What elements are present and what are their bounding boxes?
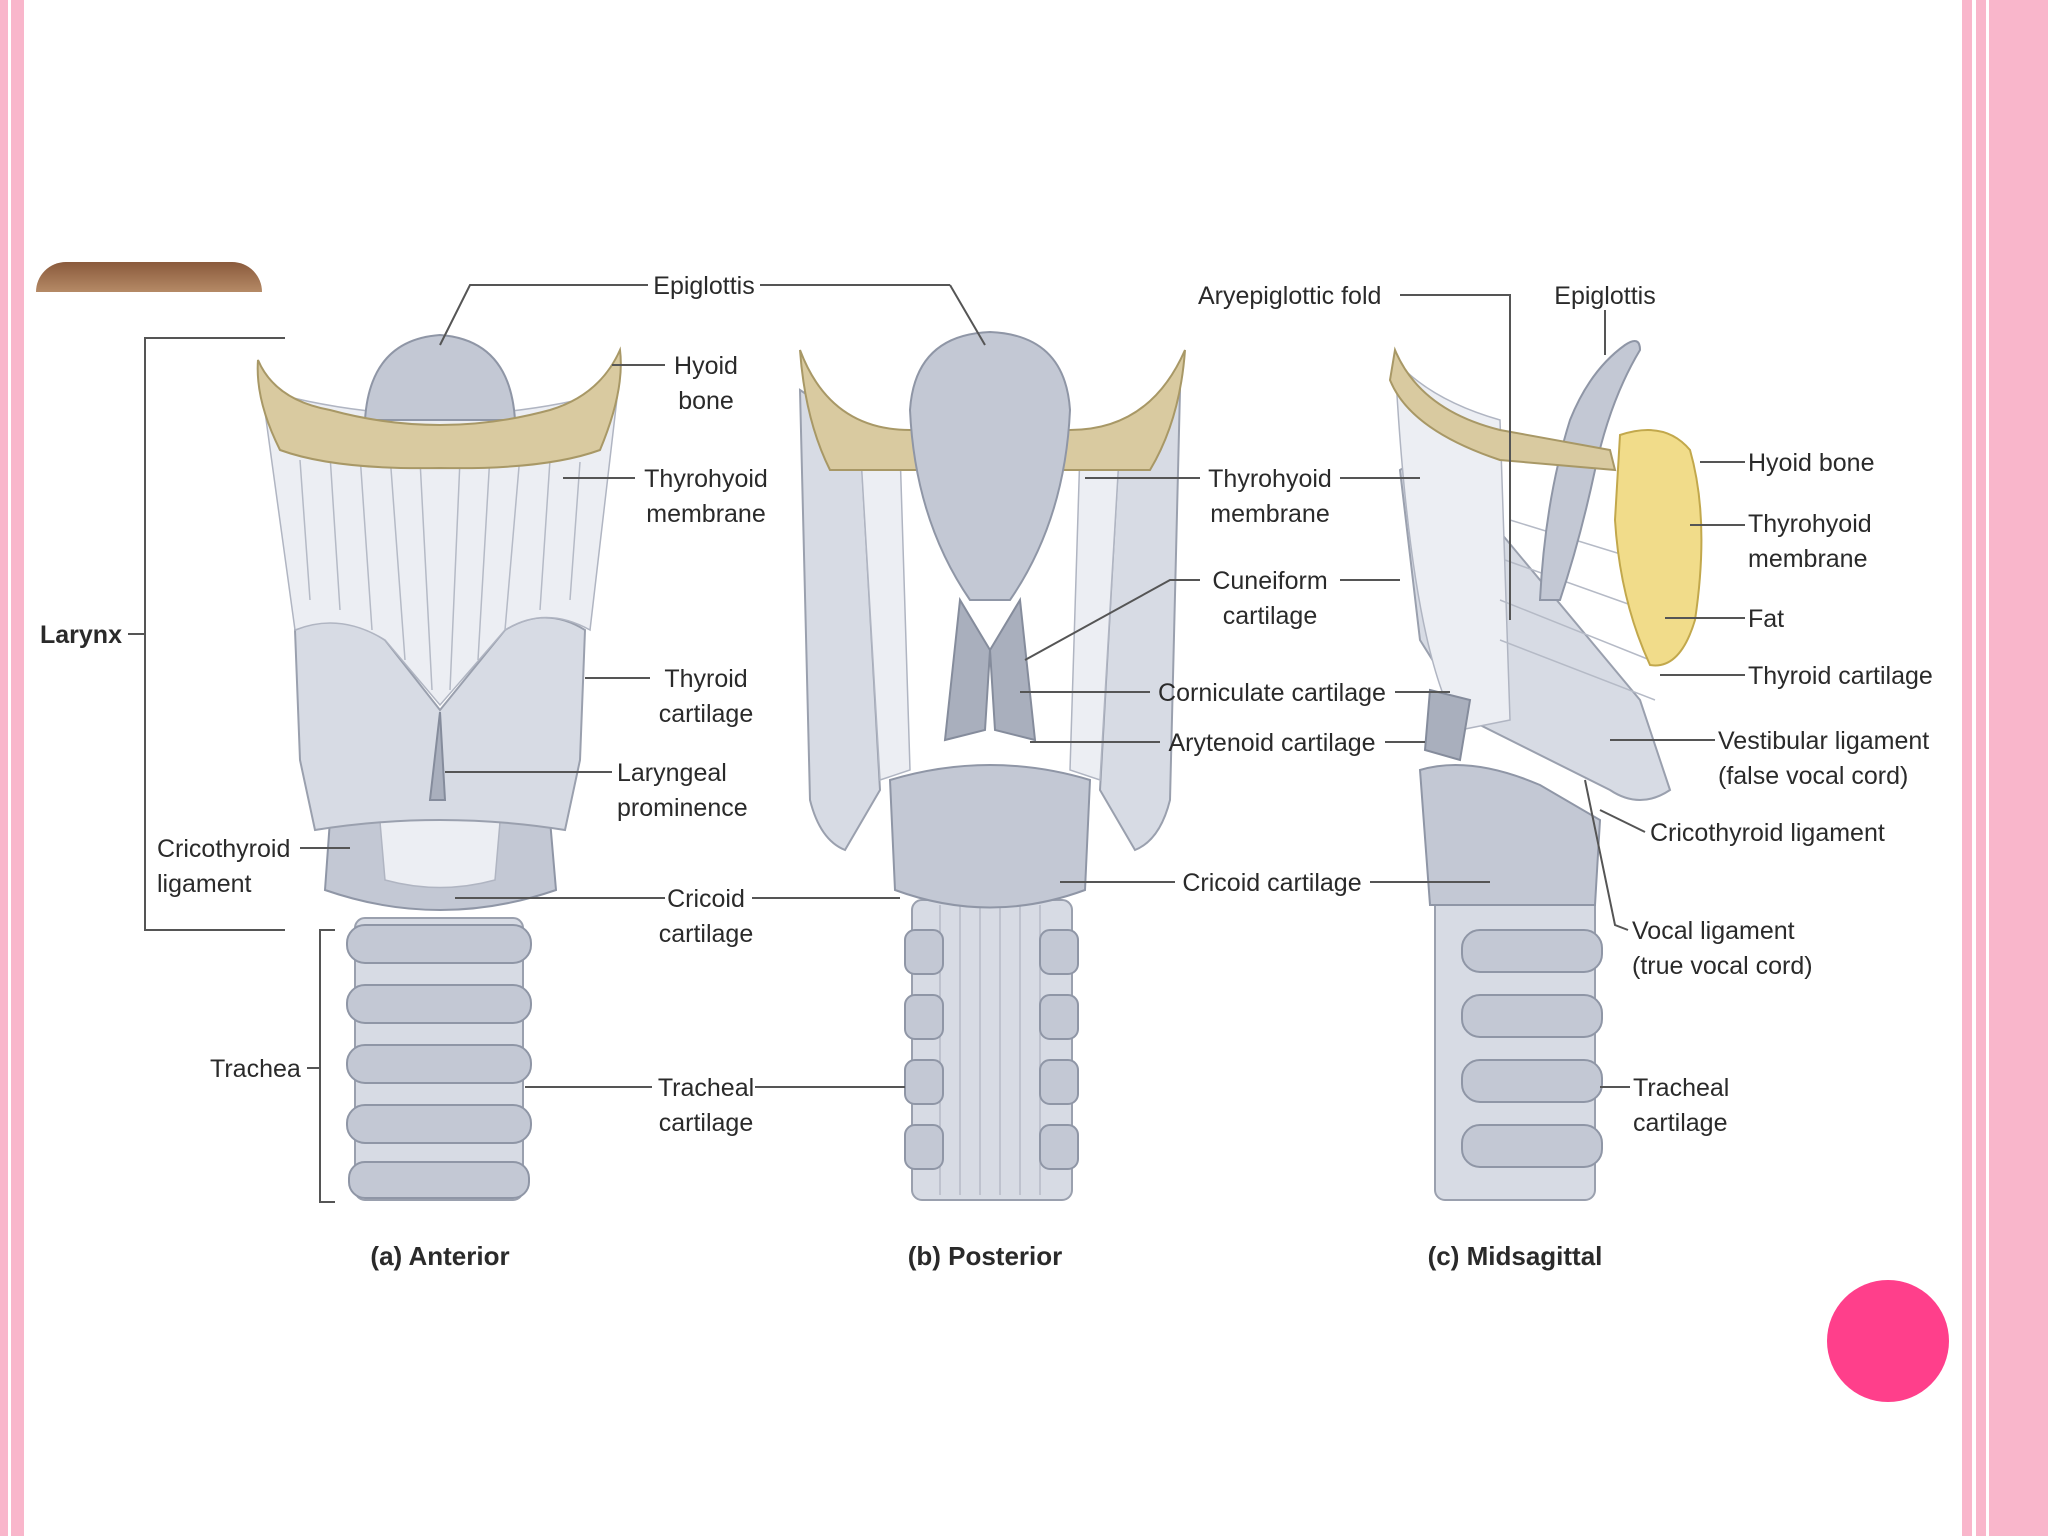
label-corniculate-cartilage: Corniculate cartilage — [1158, 679, 1386, 707]
midsagittal-arytenoid — [1423, 688, 1472, 762]
label-cricoid-cartilage-anterior-line1: Cricoid — [667, 885, 745, 913]
label-thyroid-cartilage-anterior-line2: cartilage — [659, 700, 754, 728]
midsagittal-cricoid — [1418, 764, 1602, 906]
midsagittal-tracheal-rings — [1461, 929, 1603, 1168]
label-laryngeal-prominence-line2: prominence — [617, 794, 748, 822]
label-thyrohyoid-membrane-midsagittal-line1: Thyrohyoid — [1748, 510, 1872, 538]
label-epiglottis-anterior: Epiglottis — [653, 272, 754, 300]
label-thyrohyoid-membrane-anterior-line1: Thyrohyoid — [644, 465, 768, 493]
posterior-thyroid-lamina-left — [798, 388, 882, 852]
label-cuneiform-cartilage-line2: cartilage — [1223, 602, 1318, 630]
anterior-epiglottis — [363, 333, 517, 421]
label-thyroid-cartilage-midsagittal: Thyroid cartilage — [1748, 662, 1933, 690]
decorative-circle — [1827, 1280, 1949, 1402]
label-aryepiglottic-fold: Aryepiglottic fold — [1198, 282, 1381, 310]
posterior-epiglottis — [908, 330, 1072, 601]
label-tracheal-cartilage-midsagittal-line2: cartilage — [1633, 1109, 1728, 1137]
posterior-arytenoid-left — [943, 596, 992, 742]
label-trachea: Trachea — [210, 1055, 301, 1083]
label-cricoid-cartilage-posterior: Cricoid cartilage — [1182, 869, 1361, 897]
label-thyrohyoid-membrane-anterior-line2: membrane — [646, 500, 766, 528]
caption-midsagittal: (c) Midsagittal — [1428, 1241, 1603, 1271]
label-cuneiform-cartilage-line1: Cuneiform — [1212, 567, 1327, 595]
label-vocal-ligament-line1: Vocal ligament — [1632, 917, 1795, 945]
label-tracheal-cartilage-anterior-line1: Tracheal — [658, 1074, 754, 1102]
label-epiglottis-midsagittal: Epiglottis — [1554, 282, 1655, 310]
label-larynx: Larynx — [40, 621, 122, 649]
midsagittal-epiglottis — [1538, 340, 1642, 601]
label-thyroid-cartilage-anterior-line1: Thyroid — [664, 665, 747, 693]
posterior-cricoid — [888, 764, 1092, 909]
posterior-hyoid-bone — [799, 349, 1186, 471]
slide-left-border — [0, 0, 24, 1536]
caption-anterior: (a) Anterior — [370, 1241, 509, 1271]
anterior-labels: Epiglottis Hyoid bone Thyrohyoid membran… — [40, 272, 768, 1271]
label-thyrohyoid-membrane-midsagittal-line2: membrane — [1748, 545, 1868, 573]
posterior-arytenoid-right — [988, 596, 1037, 742]
posterior-view — [798, 330, 1186, 1201]
anterior-trachea-illustration — [346, 917, 532, 1201]
slide-right-border — [1962, 0, 2048, 1536]
leader-lines — [128, 284, 1745, 1203]
label-vestibular-ligament-line1: Vestibular ligament — [1718, 727, 1929, 755]
posterior-labels: Thyrohyoid membrane Cuneiform cartilage … — [908, 465, 1386, 1271]
label-thyrohyoid-membrane-posterior-line2: membrane — [1210, 500, 1330, 528]
label-laryngeal-prominence-line1: Laryngeal — [617, 759, 727, 787]
cropped-photo-fragment — [36, 262, 262, 292]
label-vestibular-ligament-line2: (false vocal cord) — [1718, 762, 1908, 790]
midsagittal-view — [1388, 340, 1703, 1201]
label-tracheal-cartilage-anterior-line2: cartilage — [659, 1109, 754, 1137]
label-cricothyroid-ligament-midsagittal: Cricothyroid ligament — [1650, 819, 1885, 847]
posterior-tracheal-rings — [904, 929, 1079, 1170]
anterior-hyoid-bone — [256, 346, 622, 470]
label-fat: Fat — [1748, 605, 1784, 633]
anterior-cricothyroid-membrane — [379, 812, 501, 889]
anterior-view — [256, 333, 622, 1201]
caption-posterior: (b) Posterior — [908, 1241, 1063, 1271]
midsagittal-hyoid-bone — [1388, 346, 1617, 472]
midsagittal-labels: Aryepiglottic fold Epiglottis Hyoid bone… — [1198, 282, 1933, 1271]
label-arytenoid-cartilage: Arytenoid cartilage — [1168, 729, 1375, 757]
label-thyrohyoid-membrane-posterior-line1: Thyrohyoid — [1208, 465, 1332, 493]
posterior-thyroid-lamina-right — [1098, 388, 1182, 852]
label-hyoid-bone-midsagittal: Hyoid bone — [1748, 449, 1874, 477]
anterior-laryngeal-prominence — [428, 711, 447, 801]
label-hyoid-bone-anterior-line1: Hyoid — [674, 352, 738, 380]
midsagittal-fat-pad — [1613, 429, 1703, 667]
label-cricoid-cartilage-anterior-line2: cartilage — [659, 920, 754, 948]
label-vocal-ligament-line2: (true vocal cord) — [1632, 952, 1813, 980]
label-tracheal-cartilage-midsagittal-line1: Tracheal — [1633, 1074, 1729, 1102]
label-hyoid-bone-anterior-line2: bone — [678, 387, 734, 415]
label-cricothyroid-ligament-anterior-line2: ligament — [157, 870, 252, 898]
label-cricothyroid-ligament-anterior-line1: Cricothyroid — [157, 835, 290, 863]
